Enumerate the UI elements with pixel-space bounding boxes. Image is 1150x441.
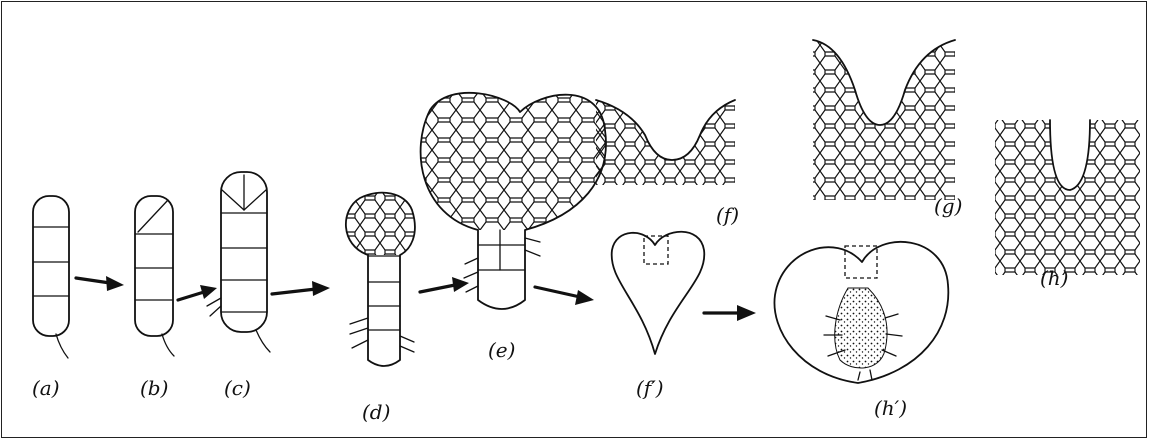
label-e: (e) [488, 340, 515, 360]
label-h-prime: (h′) [874, 398, 907, 418]
label-g: (g) [934, 196, 962, 216]
arrow-b-c [178, 285, 217, 300]
arrow-e-fprime [535, 287, 594, 305]
arrow-a-b [76, 276, 124, 291]
detail-h-tissue [995, 120, 1140, 276]
stage-fprime-outline [612, 232, 705, 354]
label-d: (d) [362, 402, 390, 422]
stage-a-filament [33, 196, 69, 358]
label-f-prime: (f′) [636, 378, 664, 398]
label-f: (f) [716, 205, 739, 225]
stage-e-heart-embryo [410, 88, 610, 309]
arrow-c-d [272, 281, 330, 296]
stage-b-filament [135, 196, 174, 356]
stage-d-embryo [340, 190, 420, 366]
label-b: (b) [140, 378, 168, 398]
detail-f-tissue [596, 100, 736, 186]
label-h: (h) [1040, 268, 1069, 288]
detail-g-tissue [813, 40, 956, 200]
stage-hprime-outline [774, 242, 948, 383]
arrow-d-e [420, 277, 469, 292]
stage-c-filament [207, 172, 270, 352]
arrow-fprime-hprime [704, 305, 756, 321]
label-c: (c) [224, 378, 251, 398]
label-a: (a) [32, 378, 60, 398]
